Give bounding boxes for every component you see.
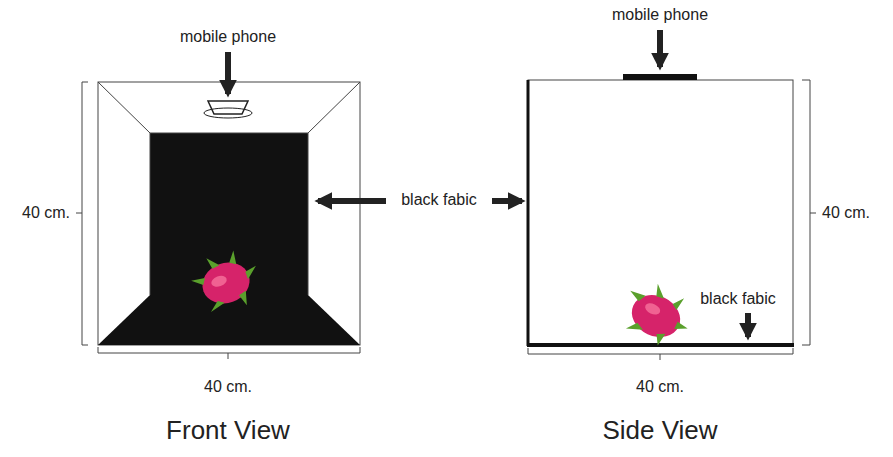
phone-symbol xyxy=(204,52,252,118)
side-box xyxy=(527,30,794,346)
dimension-label: 40 cm. xyxy=(204,378,252,396)
dimension-bracket xyxy=(528,80,816,360)
dragon-fruit xyxy=(186,243,268,320)
dragon-fruit xyxy=(614,274,699,353)
view-title: Side View xyxy=(602,416,717,446)
front-box xyxy=(98,82,360,345)
dimension-bracket xyxy=(76,82,360,359)
callout-label: mobile phone xyxy=(612,6,708,24)
view-title: Front View xyxy=(166,416,290,446)
callout-label: mobile phone xyxy=(180,28,276,46)
pointer-arrow xyxy=(745,313,751,337)
dimension-label: 40 cm. xyxy=(822,204,870,222)
pointer-arrow xyxy=(492,198,522,204)
dimension-label: 40 cm. xyxy=(22,204,70,222)
pointer-arrow xyxy=(318,198,386,204)
callout-label: black fabic xyxy=(700,290,776,308)
callout-label: black fabic xyxy=(401,191,477,209)
dimension-label: 40 cm. xyxy=(636,378,684,396)
